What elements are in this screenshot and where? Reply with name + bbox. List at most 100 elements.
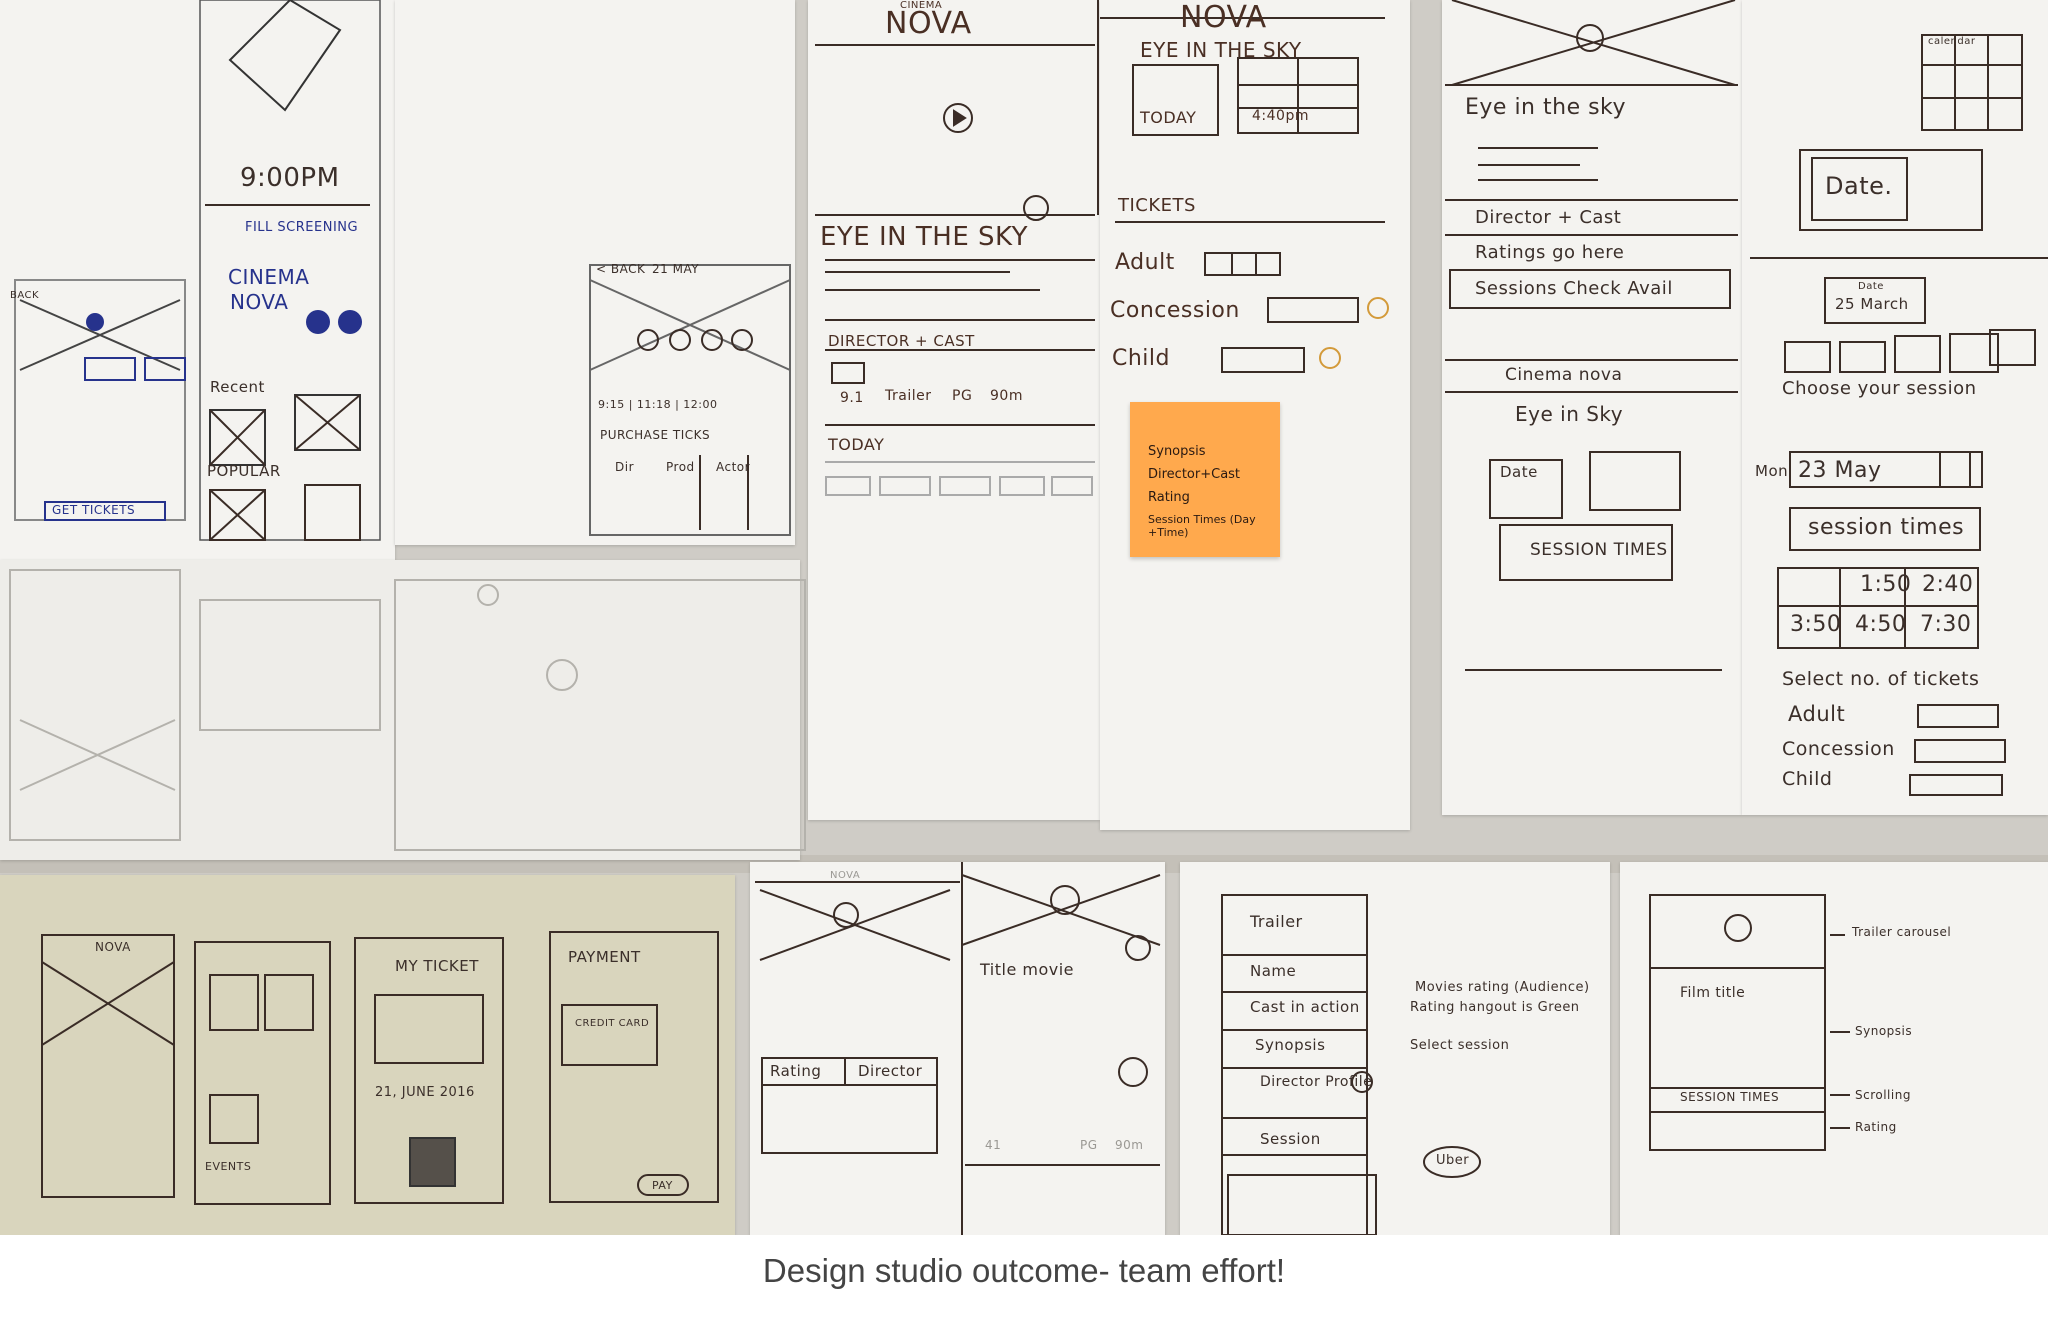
sketch-text-eye-in-sky: Eye in Sky	[1515, 402, 1624, 426]
sketch-text-cinema-nova: Cinema nova	[1505, 365, 1623, 385]
sketch-text-session: Session	[1260, 1130, 1321, 1148]
sketch-text-calendar: calendar	[1928, 36, 1976, 47]
sketch-text-showtime: 4:40pm	[1252, 108, 1309, 124]
sketch-paper-bottom-right-b	[1620, 862, 2048, 1235]
sketch-text-meta-score: 9.1	[840, 390, 864, 406]
sketch-text-director: Director	[858, 1062, 923, 1080]
sketch-paper-bottom-mid	[750, 862, 1165, 1235]
sketch-paper-faint	[0, 560, 800, 860]
sketch-text-label-synopsis: Synopsis	[1855, 1024, 1913, 1038]
sketch-text-time-4: 4:50	[1855, 612, 1907, 637]
sketch-text-popular: POPULAR	[207, 462, 281, 480]
sketch-text-back: BACK	[10, 290, 40, 301]
sketch-text-time-1: 1:50	[1860, 572, 1912, 597]
sketch-text-pay: PAY	[652, 1179, 673, 1192]
sketch-text-times: 9:15 | 11:18 | 12:00	[598, 398, 718, 411]
sketch-text-rating: Rating	[770, 1062, 822, 1080]
sketch-text-director-profile: Director Profile	[1260, 1074, 1373, 1090]
sketch-text-my-ticket: MY TICKET	[395, 957, 479, 975]
sketch-text-today-2: TODAY	[1140, 108, 1197, 127]
sketch-text-nova-4: NOVA	[95, 940, 131, 954]
sketch-text-nova: NOVA	[230, 290, 289, 314]
sketch-text-march: 25 March	[1835, 295, 1909, 313]
sketch-text-may: 23 May	[1798, 458, 1882, 483]
sketch-text-uber: Uber	[1436, 1153, 1470, 1168]
sketch-text-date-small: Date	[1858, 281, 1884, 292]
sketch-text-note-3: Select session	[1410, 1038, 1510, 1053]
sketch-text-purchase: PURCHASE TICKS	[600, 428, 711, 442]
sticky-note: Synopsis Director+Cast Rating Session Ti…	[1130, 402, 1280, 557]
sketch-text-meta-a: 41	[985, 1138, 1002, 1152]
sketch-text-nova-3: NOVA	[1180, 0, 1267, 35]
sketch-text-session-times-3: SESSION TIMES	[1680, 1090, 1780, 1104]
sketch-text-date-big: Date.	[1825, 172, 1893, 200]
sketch-text-cast-action: Cast in action	[1250, 998, 1360, 1016]
sketch-text-fill-screening: FILL SCREENING	[245, 220, 359, 235]
sketch-text-today: TODAY	[828, 435, 885, 454]
sketch-text-date: 21 MAY	[652, 262, 700, 276]
sketch-text-col-actor: Actor	[716, 460, 751, 474]
sketch-text-session-times-2: session times	[1808, 515, 1965, 540]
sketch-text-session-times: SESSION TIMES	[1530, 540, 1668, 560]
sketch-text-time: 9:00PM	[240, 163, 340, 193]
sketch-text-child-2: Child	[1782, 768, 1833, 790]
sketch-text-meta-rating: PG	[952, 388, 973, 404]
sketch-text-payment: PAYMENT	[568, 948, 641, 966]
sketch-text-child: Child	[1112, 346, 1170, 371]
sketch-text-time-3: 3:50	[1790, 612, 1842, 637]
sketch-paper-right-b	[1742, 0, 2048, 815]
sketch-text-concession: Concession	[1110, 298, 1240, 323]
sketch-text-time-5: 7:30	[1920, 612, 1972, 637]
sketch-text-nova-5: NOVA	[830, 870, 861, 881]
sketch-text-label-trailer: Trailer carousel	[1852, 925, 1952, 939]
sketch-text-director-cast-2: Director + Cast	[1475, 207, 1622, 228]
sketch-text-synopsis: Synopsis	[1255, 1036, 1326, 1054]
sketch-text-cinema: CINEMA	[228, 265, 310, 289]
sketch-text-nova-2: NOVA	[885, 6, 972, 41]
sketch-text-events: EVENTS	[205, 1160, 252, 1173]
sketch-text-adult-2: Adult	[1788, 702, 1846, 726]
sketch-text-note-1: Movies rating (Audience)	[1415, 980, 1590, 995]
sketch-text-title-movie: Title movie	[980, 960, 1075, 979]
sketch-text-film-title: Film title	[1680, 985, 1746, 1001]
sketch-text-sessions: Sessions Check Avail	[1475, 278, 1673, 299]
sticky-line-director: Director+Cast	[1148, 467, 1241, 482]
sketch-text-cinema-2: CINEMA	[900, 0, 943, 11]
sketch-text-meta-c: 90m	[1115, 1138, 1144, 1152]
sketch-text-director-cast: DIRECTOR + CAST	[828, 332, 975, 350]
sketch-paper-bottom-right-a	[1180, 862, 1610, 1235]
sketch-text-meta-length: 90m	[990, 388, 1023, 404]
sketch-text-eye-in-the-sky: Eye in the sky	[1465, 95, 1627, 120]
sketch-text-label-scrolling: Scrolling	[1855, 1088, 1911, 1102]
sketch-text-movie-title: EYE IN THE SKY	[820, 222, 1029, 252]
sketch-text-col-prod: Prod	[666, 460, 695, 474]
sketch-paper-top-left-2	[395, 0, 795, 545]
sticky-line-rating: Rating	[1148, 490, 1190, 505]
sketch-text-time-2: 2:40	[1922, 572, 1974, 597]
sketch-text-movie-title-2: EYE IN THE SKY	[1140, 38, 1302, 62]
sketch-text-date-2: Date	[1500, 463, 1538, 481]
sketch-text-select-tickets: Select no. of tickets	[1782, 668, 1980, 690]
sketch-text-trailer: Trailer	[1250, 912, 1303, 931]
sketch-text-meta-trailer: Trailer	[885, 388, 932, 404]
sticky-line-session: Session Times (Day +Time)	[1148, 513, 1256, 539]
sketch-text-meta-b: PG	[1080, 1138, 1098, 1152]
sketch-text-recent: Recent	[210, 378, 265, 396]
sketch-text-ticket-date: 21, JUNE 2016	[375, 1085, 475, 1100]
sketch-text-mon: Mon	[1755, 462, 1789, 480]
sketch-text-label-rating: Rating	[1855, 1120, 1897, 1134]
sketch-text-ratings: Ratings go here	[1475, 242, 1625, 263]
sketch-text-choose-session: Choose your session	[1782, 378, 1977, 399]
sketch-text-tickets: TICKETS	[1118, 195, 1196, 216]
sticky-line-synopsis: Synopsis	[1148, 444, 1206, 459]
sketch-paper-right-a	[1442, 0, 1742, 815]
image-caption: Design studio outcome- team effort!	[762, 1252, 1286, 1289]
sketch-text-concession-2: Concession	[1782, 738, 1895, 760]
sketch-paper-center-phone	[808, 0, 1100, 820]
sketch-text-get-tickets: GET TICKETS	[52, 503, 136, 517]
sketch-strokes	[9, 0, 2048, 1235]
whiteboard-photo: 9:00PM FILL SCREENING CINEMA NOVA Recent…	[0, 0, 2048, 1235]
sketch-text-note-2: Rating hangout is Green	[1410, 1000, 1580, 1015]
sketch-text-adult: Adult	[1115, 250, 1175, 275]
sketch-text-credit-card: CREDIT CARD	[575, 1018, 650, 1029]
